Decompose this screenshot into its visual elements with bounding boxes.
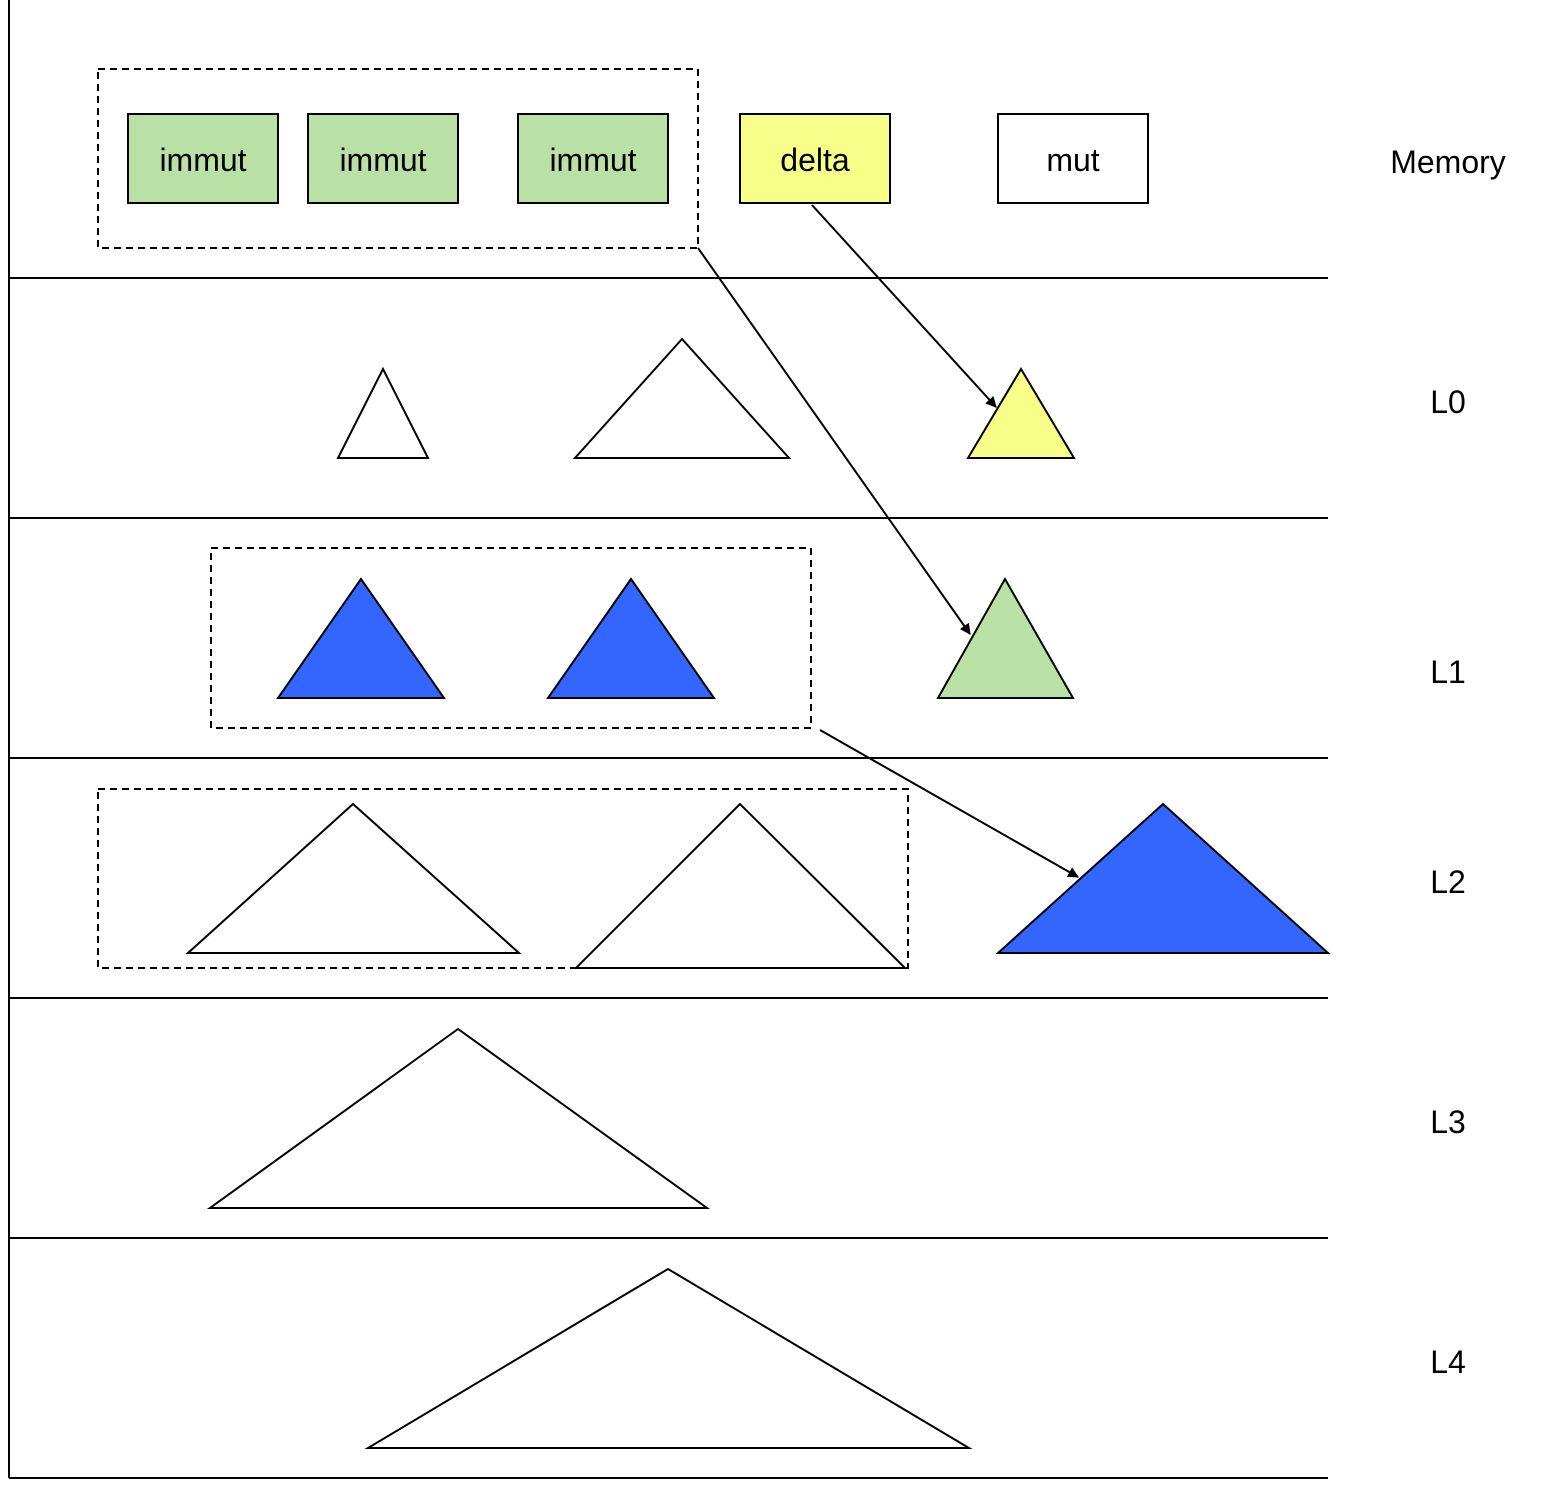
arrow-l1-compaction-to-l2 [819,729,1079,878]
level-label-l1: L1 [1430,654,1466,690]
l0-sstable-from-delta [966,367,1076,459]
immut-memtable-2: immut [307,113,459,204]
l2-sstable-compacted-blue [995,802,1331,954]
l4-sstable [364,1267,973,1449]
immut-memtable-2-label: immut [339,142,426,178]
l3-sstable [206,1027,711,1209]
l1-sstable-blue-1 [276,577,446,699]
level-label-l3: L3 [1430,1104,1466,1140]
l2-sstable-1 [185,802,522,954]
l0-sstable-medium [572,337,792,459]
mut-memtable-label: mut [1046,142,1099,178]
immut-memtable-3-label: immut [549,142,636,178]
l1-compaction-group-dashed-box [210,547,812,729]
delta-memtable-label: delta [780,142,850,178]
l0-sstable-small [336,366,430,459]
l2-group-dashed-box [97,788,909,969]
arrow-immut-to-l1 [697,247,971,635]
immut-memtable-3: immut [517,113,669,204]
l1-sstable-blue-2 [546,577,716,699]
level-label-memory: Memory [1390,144,1506,180]
level-label-l0: L0 [1430,384,1466,420]
immutable-group-dashed-box [97,68,699,249]
arrow-delta-to-l0 [811,204,997,408]
level-label-l4: L4 [1430,1344,1466,1380]
immut-memtable-1: immut [127,113,279,204]
immut-memtable-1-label: immut [159,142,246,178]
level-label-l2: L2 [1430,864,1466,900]
l1-sstable-from-immut [936,576,1075,699]
l2-sstable-2 [573,802,908,969]
mut-memtable: mut [997,113,1149,204]
delta-memtable: delta [739,113,891,204]
